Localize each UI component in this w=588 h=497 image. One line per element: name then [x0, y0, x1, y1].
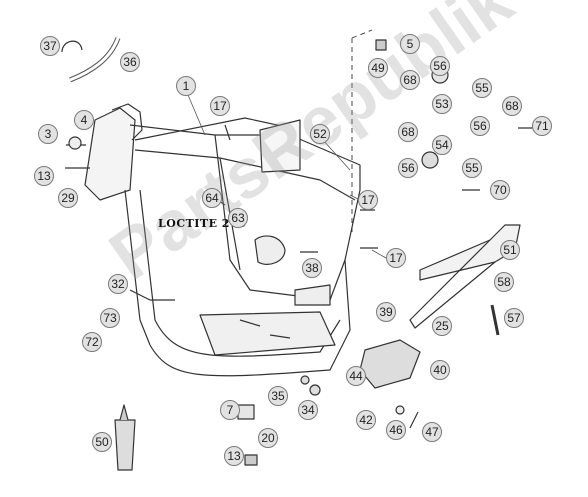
callout[interactable]: 25 — [432, 316, 452, 336]
cap-part-7 — [237, 404, 255, 420]
callout[interactable]: 56 — [430, 56, 450, 76]
callout[interactable]: 40 — [430, 360, 450, 380]
callout[interactable]: 58 — [494, 272, 514, 292]
callout[interactable]: 68 — [398, 122, 418, 142]
callout[interactable]: 38 — [302, 258, 322, 278]
dashed-divider — [351, 29, 373, 232]
callout[interactable]: 54 — [432, 135, 452, 155]
callout[interactable]: 68 — [502, 96, 522, 116]
callout[interactable]: 53 — [432, 94, 452, 114]
callout[interactable]: 55 — [472, 78, 492, 98]
callout[interactable]: 39 — [376, 302, 396, 322]
callout[interactable]: 42 — [356, 410, 376, 430]
steering-head — [84, 107, 136, 201]
down-tube — [124, 189, 151, 346]
callout[interactable]: 56 — [470, 116, 490, 136]
callout[interactable]: 64 — [202, 188, 222, 208]
callout[interactable]: 35 — [268, 386, 288, 406]
cradle-tube — [149, 259, 351, 377]
callout[interactable]: 34 — [298, 400, 318, 420]
callout[interactable]: 71 — [532, 116, 552, 136]
callout[interactable]: 20 — [258, 428, 278, 448]
skid-plate — [199, 311, 336, 356]
callout[interactable]: 46 — [386, 420, 406, 440]
callout[interactable]: 63 — [228, 208, 248, 228]
callout[interactable]: 32 — [108, 274, 128, 294]
callout[interactable]: 50 — [92, 432, 112, 452]
callout[interactable]: 7 — [220, 400, 240, 420]
callout[interactable]: 44 — [346, 366, 366, 386]
callout[interactable]: 47 — [422, 422, 442, 442]
callout[interactable]: 13 — [34, 166, 54, 186]
callout[interactable]: 4 — [74, 110, 94, 130]
callout[interactable]: 72 — [82, 332, 102, 352]
footpeg — [359, 339, 421, 389]
callout[interactable]: 17 — [386, 248, 406, 268]
vent-hose — [69, 37, 121, 83]
callout[interactable]: 70 — [490, 180, 510, 200]
callout[interactable]: 52 — [310, 124, 330, 144]
callout[interactable]: 17 — [210, 96, 230, 116]
callout[interactable]: 29 — [58, 188, 78, 208]
swingarm-pivot — [254, 235, 286, 265]
callout[interactable]: 1 — [176, 76, 196, 96]
callout[interactable]: 37 — [40, 36, 60, 56]
callout[interactable]: 49 — [368, 58, 388, 78]
callout[interactable]: 13 — [224, 446, 244, 466]
callout[interactable]: 51 — [500, 240, 520, 260]
callout[interactable]: 17 — [358, 190, 378, 210]
side-stand — [419, 224, 521, 281]
callout[interactable]: 55 — [462, 158, 482, 178]
callout[interactable]: 73 — [100, 308, 120, 328]
grease-tube — [114, 419, 136, 471]
callout[interactable]: 68 — [400, 70, 420, 90]
callout[interactable]: 36 — [120, 52, 140, 72]
callout[interactable]: 5 — [400, 34, 420, 54]
callout[interactable]: 56 — [398, 158, 418, 178]
callout[interactable]: 57 — [504, 308, 524, 328]
loctite-label: LOCTITE 243 — [158, 217, 247, 230]
hose-clamp — [61, 40, 83, 53]
callout[interactable]: 3 — [38, 124, 58, 144]
